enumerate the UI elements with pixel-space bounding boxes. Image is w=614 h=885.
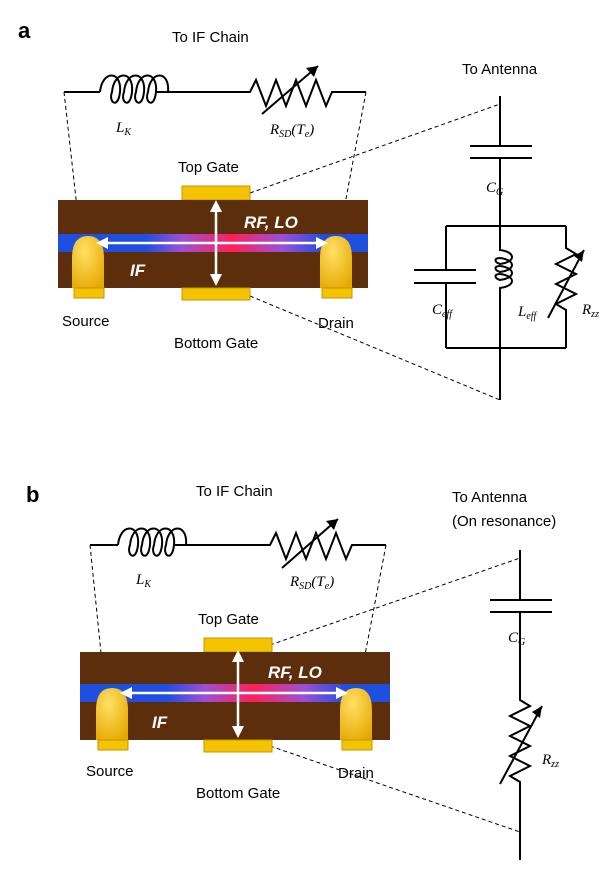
panel-b: b To IF Chain To Antenna (On resonance) …: [26, 482, 559, 860]
source-label: Source: [62, 313, 110, 330]
panel-letter: b: [26, 482, 39, 507]
antenna-circuit: [490, 550, 552, 860]
lk-label: LK: [135, 572, 152, 590]
if-label: IF: [152, 713, 168, 732]
cg-label: CG: [508, 630, 525, 648]
source-pad: [97, 739, 129, 751]
bottom-gate-label: Bottom Gate: [196, 785, 280, 802]
rsd-label: RSD(Te): [269, 122, 314, 140]
drain-label: Drain: [338, 765, 374, 782]
down-arrowhead: [232, 726, 244, 738]
if-chain-label: To IF Chain: [196, 483, 273, 500]
bottom-gate: [181, 287, 251, 301]
top-gate-label: Top Gate: [198, 611, 259, 628]
rzz-resistor: [553, 226, 579, 348]
top-gate: [181, 185, 251, 201]
drain-pad: [321, 287, 353, 299]
if-chain-label: To IF Chain: [172, 29, 249, 46]
up-arrowhead: [232, 650, 244, 662]
left-arrowhead: [120, 687, 132, 699]
rf-lo-label: RF, LO: [268, 663, 322, 682]
ceff-label: Ceff: [432, 302, 453, 320]
drain-contact: [340, 688, 372, 740]
panel-letter: a: [18, 18, 31, 43]
left-arrowhead: [96, 237, 108, 249]
rzz-resistor: [507, 680, 533, 860]
drain-contact: [320, 236, 352, 288]
cg-capacitor: [470, 145, 532, 159]
cg-label: CG: [486, 180, 503, 198]
lk-inductor: [64, 74, 240, 104]
if-label: IF: [130, 261, 146, 280]
rsd-variable-resistor: [262, 518, 386, 569]
antenna-note: (On resonance): [452, 513, 556, 530]
source-contact: [96, 688, 128, 740]
top-gate-label: Top Gate: [178, 159, 239, 176]
source-contact: [72, 236, 104, 288]
drain-label: Drain: [318, 315, 354, 332]
top-gate-link-line: [269, 557, 521, 646]
antenna-label: To Antenna: [462, 61, 538, 78]
lk-label: LK: [115, 120, 132, 138]
antenna-label: To Antenna: [452, 489, 528, 506]
leff-inductor: [494, 226, 513, 348]
graphene-device: RF, LO IF: [80, 637, 390, 753]
right-arrowhead: [316, 237, 328, 249]
rsd-variable-resistor: [240, 65, 366, 115]
source-link-line: [89, 544, 107, 703]
source-pad: [73, 287, 105, 299]
up-arrowhead: [210, 200, 222, 212]
source-label: Source: [86, 763, 134, 780]
rf-lo-label: RF, LO: [244, 213, 298, 232]
lk-inductor: [90, 527, 262, 557]
ceff-capacitor: [414, 226, 476, 348]
panel-a: a To IF Chain To Antenna LK RSD(Te): [18, 18, 599, 401]
leff-label: Leff: [517, 304, 538, 322]
right-arrowhead: [336, 687, 348, 699]
graphene-device: RF, LO IF: [58, 185, 368, 301]
top-gate-link-line: [249, 103, 501, 194]
bottom-gate-label: Bottom Gate: [174, 335, 258, 352]
cg-capacitor: [490, 599, 552, 613]
top-gate: [203, 637, 273, 653]
rzz-label: Rzz: [541, 752, 559, 770]
bottom-gate-link-line: [249, 295, 501, 401]
down-arrowhead: [210, 274, 222, 286]
bottom-gate-link-line: [269, 745, 521, 833]
rsd-label: RSD(Te): [289, 574, 334, 592]
antenna-circuit: [414, 96, 585, 400]
bottom-gate: [203, 739, 273, 753]
rzz-label: Rzz: [581, 302, 599, 320]
drain-pad: [341, 739, 373, 751]
